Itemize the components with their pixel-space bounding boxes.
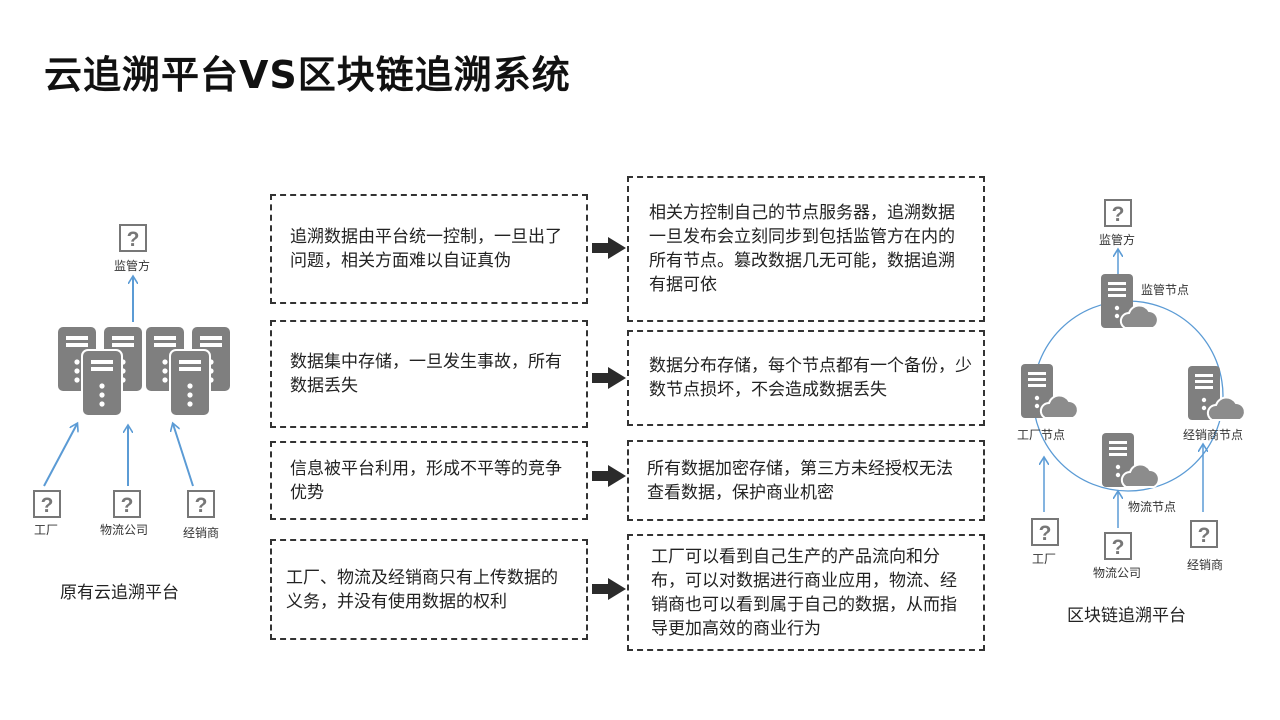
logistics-node-icon — [1101, 432, 1160, 488]
factory-node-label: 工厂节点 — [1017, 428, 1066, 442]
left-regulator-label: 监管方 — [114, 259, 151, 273]
right-regulator-icon — [1104, 199, 1132, 227]
cloud-point-3: 信息被平台利用，形成不平等的竞争优势 — [270, 441, 588, 520]
right-logistics-icon — [1104, 532, 1132, 560]
right-caption: 区块链追溯平台 — [1067, 606, 1186, 626]
distributor-node-icon — [1187, 365, 1246, 421]
page-title: 云追溯平台VS区块链追溯系统 — [44, 53, 571, 97]
left-factory-label: 工厂 — [34, 523, 59, 537]
left-caption: 原有云追溯平台 — [60, 583, 179, 603]
right-distributor-label: 经销商 — [1187, 558, 1224, 572]
left-arrow-factory — [43, 424, 77, 487]
right-logistics-label: 物流公司 — [1093, 566, 1142, 580]
compare-arrows — [592, 237, 626, 600]
right-distributor-icon — [1190, 520, 1218, 548]
right-regulator-label: 监管方 — [1099, 233, 1136, 247]
left-arrow-distributor — [173, 424, 194, 487]
server-cluster-icon — [56, 325, 232, 417]
right-factory-icon — [1031, 518, 1059, 546]
left-logistics-label: 物流公司 — [100, 523, 149, 537]
blockchain-point-1: 相关方控制自己的节点服务器，追溯数据一旦发布会立刻同步到包括监管方在内的所有节点… — [627, 176, 985, 322]
factory-node-icon — [1020, 363, 1079, 419]
logistics-node-label: 物流节点 — [1128, 500, 1177, 514]
left-distributor-label: 经销商 — [183, 526, 220, 540]
regulator-node-label: 监管节点 — [1141, 283, 1190, 297]
right-factory-label: 工厂 — [1032, 552, 1057, 566]
cloud-point-1: 追溯数据由平台统一控制，一旦出了问题，相关方面难以自证真伪 — [270, 194, 588, 304]
left-logistics-icon — [113, 490, 141, 518]
left-factory-icon — [33, 490, 61, 518]
cloud-point-4: 工厂、物流及经销商只有上传数据的义务，并没有使用数据的权利 — [270, 539, 588, 640]
blockchain-point-3: 所有数据加密存储，第三方未经授权无法查看数据，保护商业机密 — [627, 440, 985, 521]
blockchain-point-4: 工厂可以看到自己生产的产品流向和分布，可以对数据进行商业应用，物流、经销商也可以… — [627, 534, 985, 651]
left-distributor-icon — [187, 490, 215, 518]
blockchain-point-2: 数据分布存储，每个节点都有一个备份，少数节点损坏，不会造成数据丢失 — [627, 330, 985, 426]
distributor-node-label: 经销商节点 — [1183, 428, 1244, 442]
left-regulator-icon — [119, 224, 147, 252]
cloud-point-2: 数据集中存储，一旦发生事故，所有数据丢失 — [270, 320, 588, 428]
